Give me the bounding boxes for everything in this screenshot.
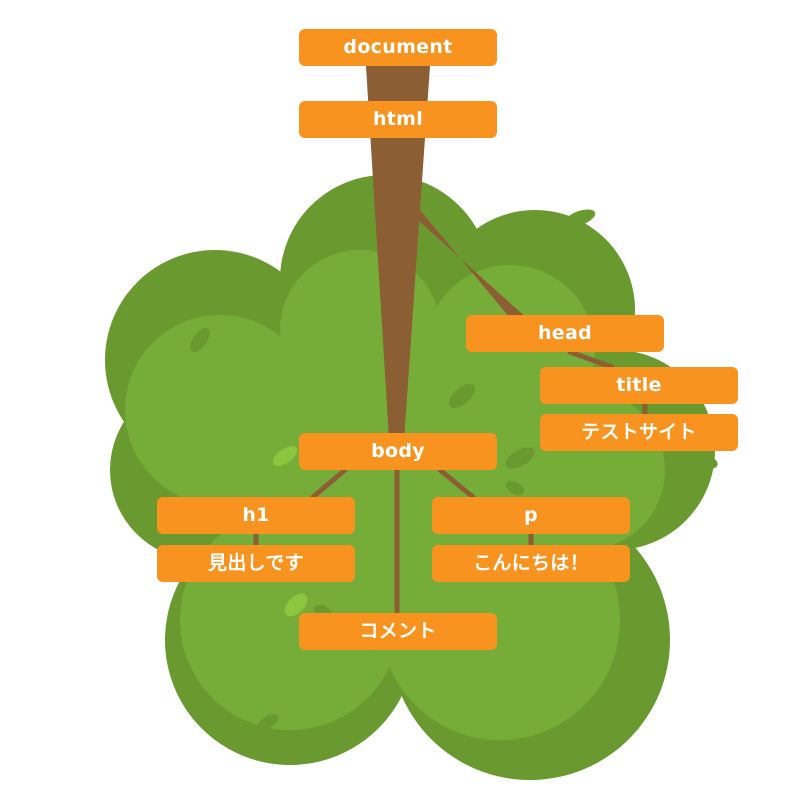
- node-document: document: [299, 29, 497, 66]
- node-h1-text: 見出しです: [157, 545, 355, 582]
- node-p: p: [432, 497, 630, 534]
- leaves: [120, 209, 718, 730]
- node-h1: h1: [157, 497, 355, 534]
- node-comment: コメント: [299, 613, 497, 650]
- node-p-text: こんにちは！: [432, 545, 630, 582]
- node-body: body: [299, 433, 497, 470]
- node-html: html: [299, 101, 497, 138]
- node-title-text: テストサイト: [540, 414, 738, 451]
- connector-lines: [253, 349, 648, 616]
- node-head: head: [466, 315, 664, 352]
- node-title: title: [540, 367, 738, 404]
- trunk: [366, 66, 430, 455]
